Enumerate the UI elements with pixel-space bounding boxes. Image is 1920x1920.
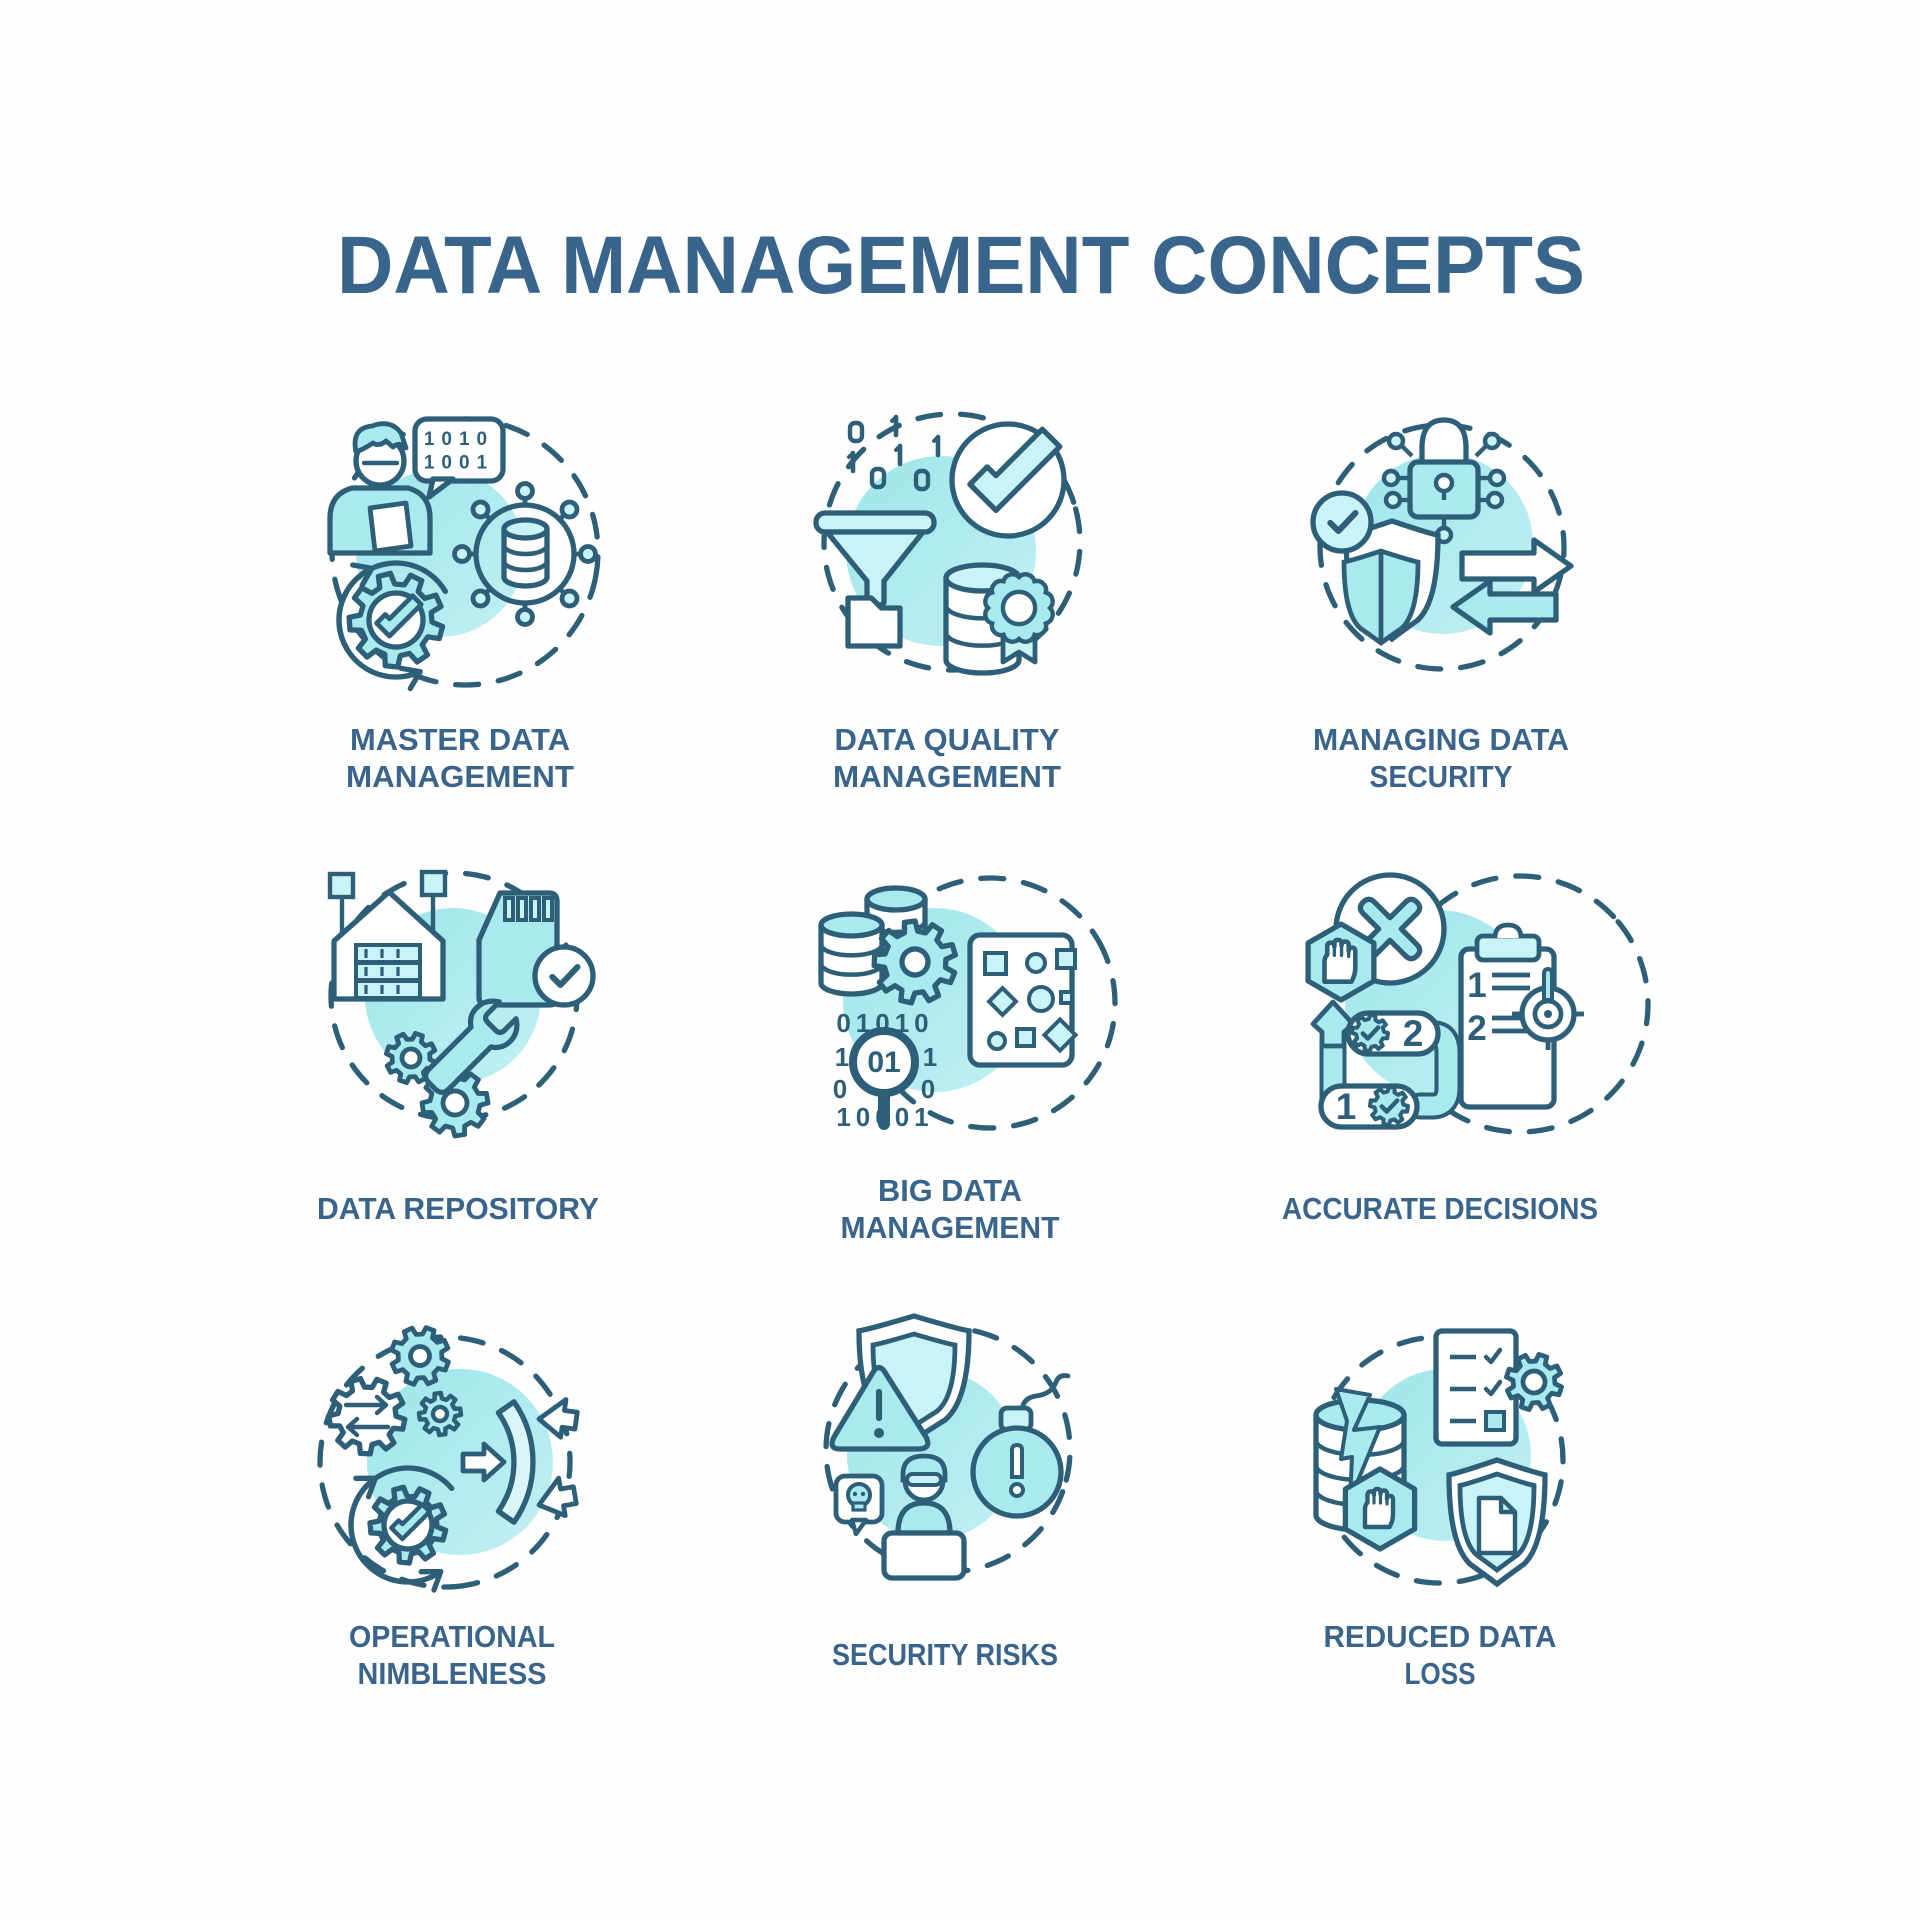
svg-text:DATA REPOSITORY: DATA REPOSITORY <box>317 1191 599 1226</box>
svg-text:2: 2 <box>1403 1013 1424 1054</box>
svg-text:MASTER DATA: MASTER DATA <box>350 722 570 757</box>
svg-text:0: 0 <box>921 1074 935 1104</box>
svg-text:MANAGEMENT: MANAGEMENT <box>841 1210 1060 1245</box>
svg-text:ACCURATE DECISIONS: ACCURATE DECISIONS <box>1282 1191 1598 1226</box>
svg-text:0: 0 <box>833 1074 847 1104</box>
svg-text:MANAGING DATA: MANAGING DATA <box>1313 722 1569 757</box>
svg-text:1010: 1010 <box>424 429 494 450</box>
svg-text:1: 1 <box>1336 1086 1357 1127</box>
svg-text:01: 01 <box>867 1046 900 1079</box>
svg-text:MANAGEMENT: MANAGEMENT <box>833 759 1061 794</box>
svg-text:1001: 1001 <box>424 453 494 474</box>
svg-text:SECURITY RISKS: SECURITY RISKS <box>832 1637 1058 1672</box>
svg-text:REDUCED DATA: REDUCED DATA <box>1324 1619 1557 1654</box>
svg-text:2: 2 <box>1467 1009 1486 1048</box>
svg-text:NIMBLENESS: NIMBLENESS <box>358 1656 547 1691</box>
svg-text:1: 1 <box>923 1042 937 1072</box>
svg-text:DATA MANAGEMENT CONCEPTS: DATA MANAGEMENT CONCEPTS <box>337 220 1585 311</box>
svg-text:LOSS: LOSS <box>1405 1656 1476 1691</box>
svg-text:MANAGEMENT: MANAGEMENT <box>346 759 574 794</box>
svg-text:1: 1 <box>835 1042 849 1072</box>
svg-text:SECURITY: SECURITY <box>1370 759 1513 794</box>
svg-text:OPERATIONAL: OPERATIONAL <box>349 1619 555 1654</box>
svg-text:1: 1 <box>1467 966 1486 1005</box>
svg-text:BIG DATA: BIG DATA <box>878 1173 1022 1208</box>
svg-text:DATA QUALITY: DATA QUALITY <box>835 722 1060 757</box>
